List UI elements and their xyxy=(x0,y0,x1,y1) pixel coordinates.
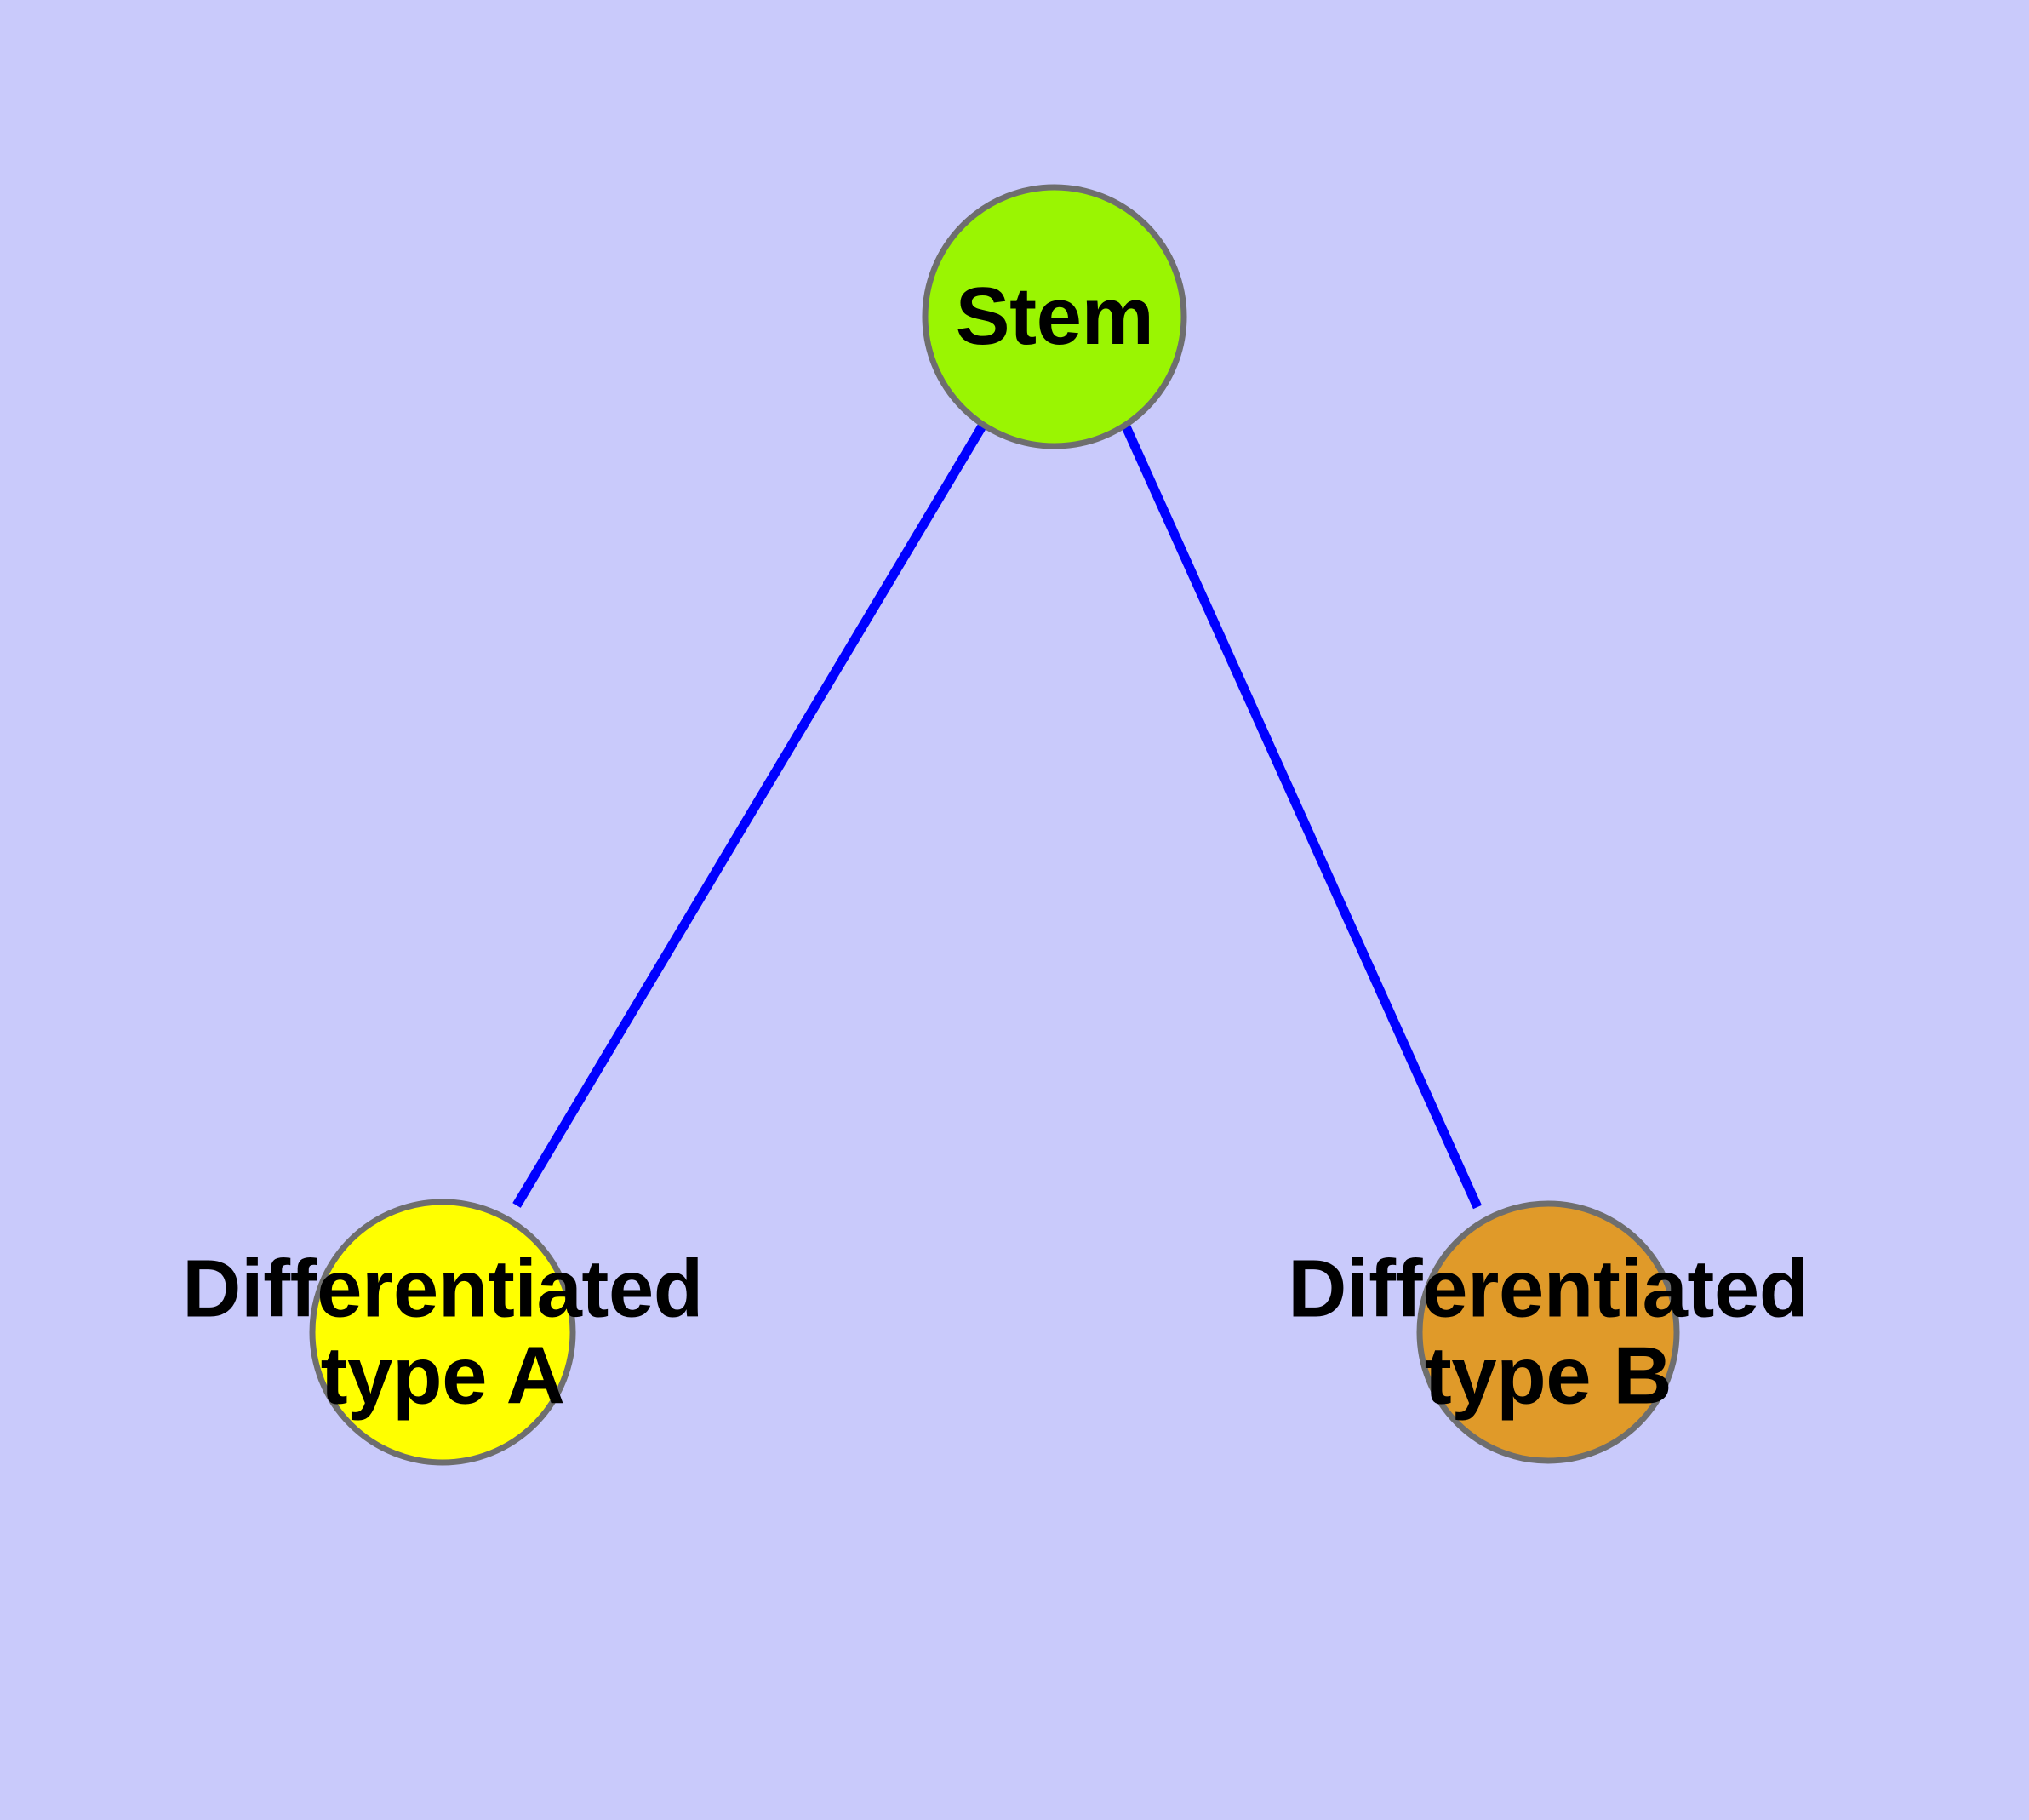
nodes-group xyxy=(309,184,1680,1466)
node-stem[interactable] xyxy=(922,184,1187,449)
node-diff_b[interactable] xyxy=(1416,1200,1680,1464)
node-diff_a[interactable] xyxy=(309,1199,576,1466)
edges-group xyxy=(512,422,1483,1210)
edge-stem-to-b xyxy=(1120,422,1483,1210)
edge-stem-to-a xyxy=(512,422,987,1208)
